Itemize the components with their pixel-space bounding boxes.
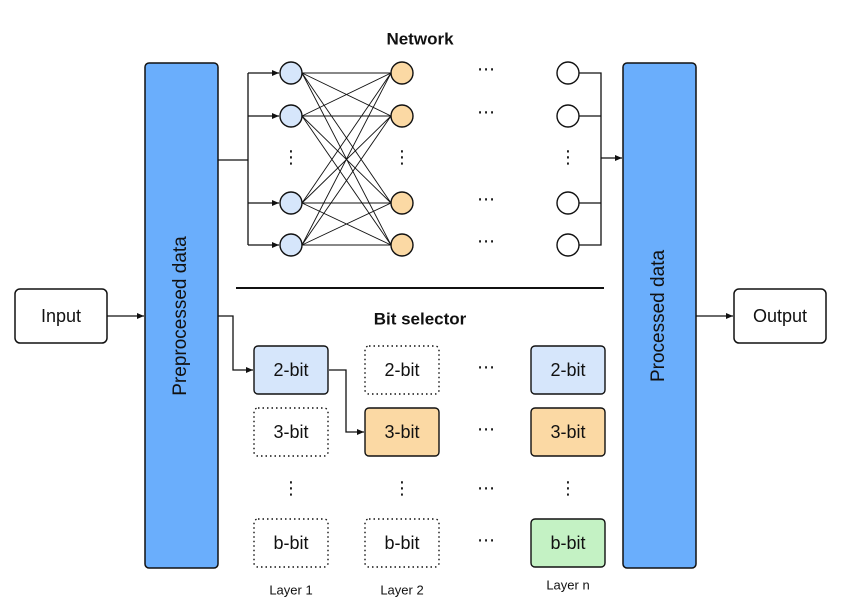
bit-cell-2-bit-layer-3 [530, 345, 606, 395]
layer-label-2: Layer 2 [380, 582, 423, 597]
bit-cell-label: 3-bit [384, 422, 419, 442]
bit-cell-3-bit-layer-3 [530, 407, 606, 457]
hidden-node [390, 61, 414, 85]
bit-selector-cells: 2-bit 3-bit b-bit 2-bit 3-bit b-bit 2-bit 3-bit… [253, 345, 606, 568]
bit-cell-label: 2-bit [384, 360, 419, 380]
network-edge [301, 72, 392, 246]
bit-selector-title: Bit selector [374, 309, 467, 328]
output-node [556, 233, 580, 257]
network-connections [301, 72, 392, 246]
hidden-node [390, 233, 414, 257]
bit-cell-2-bit-layer-1 [253, 345, 329, 395]
bit-cell-b-bit-layer-1 [253, 518, 329, 568]
bit-cell-label: 3-bit [550, 422, 585, 442]
bit-vdots-layer-n: ⋮ [559, 478, 577, 498]
network-ellipses: ⋯ ⋯ ⋯ ⋯ ⋮ ⋮ ⋮ [282, 59, 577, 251]
network-title: Network [386, 29, 454, 48]
processed-data-label: Processed data [648, 250, 669, 382]
vdots-input: ⋮ [282, 147, 300, 167]
ellipsis-row-1: ⋯ [477, 59, 495, 79]
hidden-node [390, 191, 414, 215]
layer-label-1: Layer 1 [269, 582, 312, 597]
input-node [279, 191, 303, 215]
bit-cell-3-bit-layer-1 [253, 407, 329, 457]
hidden-node [390, 104, 414, 128]
bit-cell-b-bit-layer-2 [364, 518, 440, 568]
output-node [556, 61, 580, 85]
network-edge [301, 115, 392, 246]
bit-cell-b-bit-layer-3 [530, 518, 606, 568]
output-fanin [579, 72, 622, 246]
output-label: Output [753, 306, 807, 326]
vdots-hidden: ⋮ [393, 147, 411, 167]
bit-cell-label: 2-bit [550, 360, 585, 380]
ellipsis-row-3: ⋯ [477, 189, 495, 209]
layer-label-3: Layer n [546, 577, 589, 592]
network-edge [301, 202, 392, 246]
preprocessed-data-label: Preprocessed data [170, 236, 191, 396]
bit-cell-label: b-bit [550, 533, 585, 553]
bit-cell-2-bit-layer-2 [364, 345, 440, 395]
vdots-output: ⋮ [559, 147, 577, 167]
bit-ellipsis-row-1: ⋯ [477, 357, 495, 377]
bit-cell-label: b-bit [384, 533, 419, 553]
bit-cell-label: 2-bit [273, 360, 308, 380]
input-fanout [218, 70, 279, 248]
input-node [279, 61, 303, 85]
bit-vdots-layer-1: ⋮ [282, 478, 300, 498]
layer-labels: Layer 1 Layer 2 Layer n [269, 577, 589, 597]
network-nodes [279, 61, 580, 257]
bit-cell-label: b-bit [273, 533, 308, 553]
output-node [556, 191, 580, 215]
bit-vdots-layer-2: ⋮ [393, 478, 411, 498]
bit-ellipsis-row-2: ⋯ [477, 419, 495, 439]
output-box [733, 288, 827, 344]
input-label: Input [41, 306, 81, 326]
input-node [279, 233, 303, 257]
ellipsis-row-2: ⋯ [477, 102, 495, 122]
bit-cell-label: 3-bit [273, 422, 308, 442]
output-node [556, 104, 580, 128]
ellipsis-row-4: ⋯ [477, 231, 495, 251]
bit-ellipsis-row-4: ⋯ [477, 530, 495, 550]
bit-ellipsis-row-3: ⋯ [477, 478, 495, 498]
bit-path [218, 315, 364, 435]
network-edge [301, 72, 392, 204]
bit-cell-3-bit-layer-2 [364, 407, 440, 457]
bit-ellipses: ⋯ ⋯ ⋯ ⋯ ⋮ ⋮ ⋮ [282, 357, 577, 550]
input-node [279, 104, 303, 128]
network-edge [301, 72, 392, 117]
